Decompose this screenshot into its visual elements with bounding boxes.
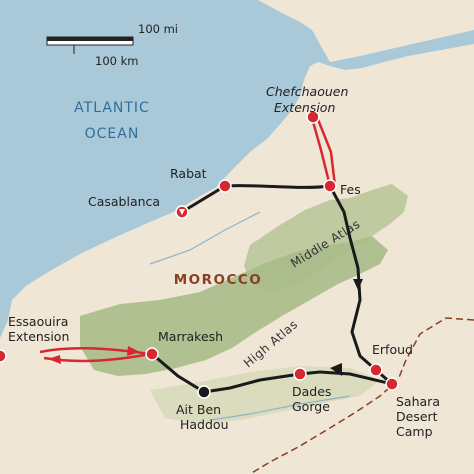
spain-land (258, 0, 474, 62)
label-sahara-line3: Camp (396, 424, 433, 439)
label-dades-line1: Dades (292, 384, 331, 399)
label-chefchaouen-line1: Chefchaouen (266, 84, 348, 99)
high-atlas-mountains (80, 236, 388, 376)
label-marrakesh: Marrakesh (158, 329, 223, 344)
ocean-label-line2: OCEAN (85, 126, 140, 142)
main-route-rabat-fes (224, 184, 331, 189)
stop-marker-marrakesh[interactable] (145, 347, 159, 361)
stop-marker-aitben[interactable] (197, 385, 211, 399)
label-erfoud: Erfoud (372, 342, 413, 357)
arrival-marker-casablanca[interactable] (175, 205, 189, 219)
country-border (249, 317, 474, 474)
stop-marker-essaouira[interactable] (0, 349, 7, 363)
label-fes: Fes (340, 182, 361, 197)
route-arrow-icon (330, 363, 342, 376)
stop-marker-erfoud[interactable] (369, 363, 383, 377)
main-route-sahara-dades (299, 370, 393, 386)
country-label: MOROCCO (174, 272, 263, 288)
label-casablanca: Casablanca (88, 194, 160, 209)
label-essaouira-line1: Essaouira (8, 314, 68, 329)
label-essaouira-line2: Extension (8, 329, 69, 344)
label-rabat: Rabat (170, 166, 207, 181)
stop-marker-dades[interactable] (293, 367, 307, 381)
main-route-aitben-marrakesh (151, 352, 205, 394)
label-sahara-line1: Sahara (396, 394, 440, 409)
anti-atlas-hills (150, 366, 380, 424)
river (209, 395, 351, 421)
route-arrow-icon (353, 279, 363, 290)
chefchaouen-extension-route (310, 116, 337, 187)
main-route-casablanca-rabat (181, 184, 226, 214)
scale-miles-label: 100 mi (138, 22, 178, 36)
scale-km-label: 100 km (95, 54, 138, 68)
extension-arrow-icon (127, 346, 140, 356)
main-route-dades-aitben (203, 372, 301, 394)
stop-marker-fes[interactable] (323, 179, 337, 193)
ocean-label-line1: ATLANTIC (74, 100, 150, 116)
stop-marker-sahara[interactable] (385, 377, 399, 391)
label-dades-line2: Gorge (292, 399, 330, 414)
label-sahara-line2: Desert (396, 409, 438, 424)
label-aitben-line1: Ait Ben (176, 402, 221, 417)
label-aitben-line2: Haddou (180, 417, 229, 432)
stop-marker-chefchaouen[interactable] (306, 110, 320, 124)
extension-arrow-icon (48, 355, 61, 364)
river (149, 211, 261, 265)
scale-bar: 100 mi 100 km (46, 22, 178, 68)
label-chefchaouen-line2: Extension (274, 100, 335, 115)
stop-marker-rabat[interactable] (218, 179, 232, 193)
